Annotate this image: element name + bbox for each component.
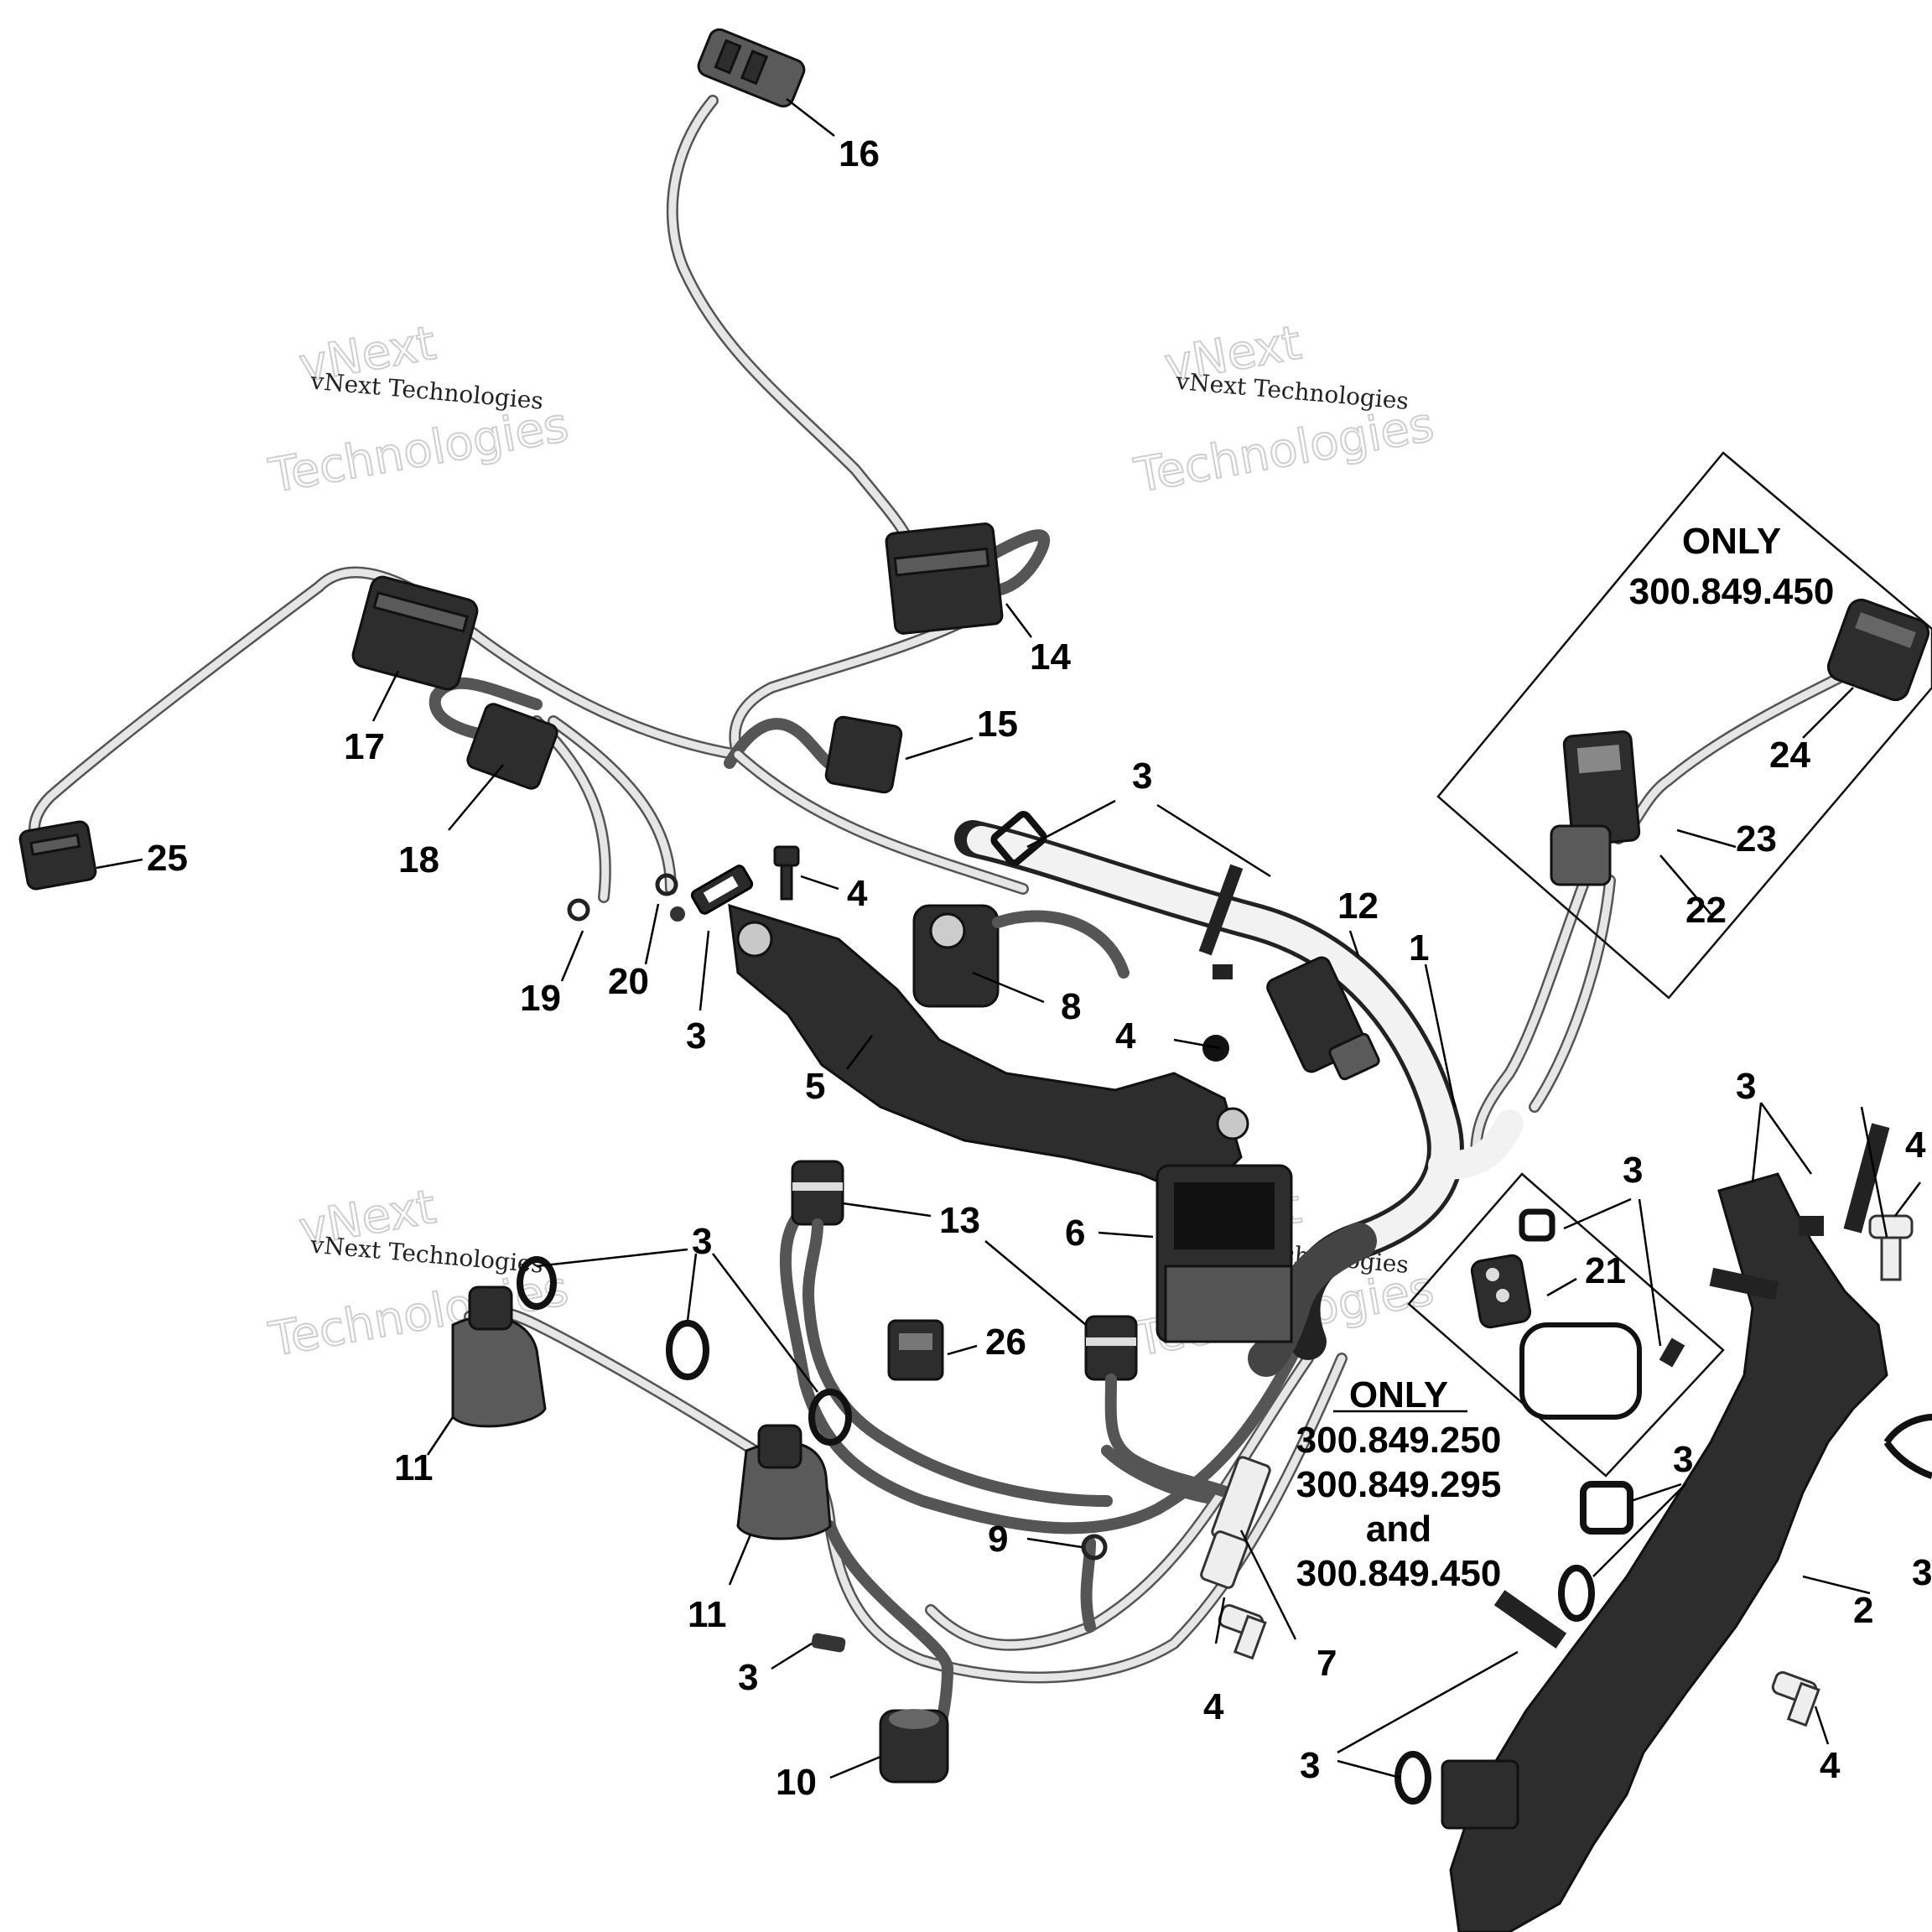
note-upper: ONLY 300.849.450	[1629, 521, 1835, 612]
callout-17: 17	[344, 726, 385, 767]
note-upper-line: ONLY	[1682, 521, 1781, 562]
callout-4-c: 4	[1203, 1686, 1224, 1727]
callout-3-f: 3	[1623, 1150, 1643, 1191]
clip-3-right-e	[1394, 1751, 1431, 1805]
clip-3-loop-b	[808, 1389, 852, 1446]
connector-24	[1826, 598, 1930, 702]
note-lower-line: and	[1366, 1509, 1431, 1550]
boot-11-right	[736, 1424, 832, 1540]
watermark-small-line: vNext Technologies	[1174, 367, 1410, 415]
watermark-small-line: vNext Technologies	[309, 1231, 544, 1279]
callout-3-b: 3	[1132, 756, 1152, 797]
callout-18: 18	[398, 839, 439, 880]
connector-22	[1550, 824, 1612, 886]
sensor-13-lower	[1084, 1315, 1247, 1507]
watermark-big-line: Technologies	[265, 397, 573, 504]
note-box-upper	[1436, 451, 1932, 1000]
callout-21: 21	[1585, 1250, 1626, 1291]
boot-11-left	[451, 1285, 547, 1428]
watermark-small-line: vNext Technologies	[309, 367, 544, 415]
callout-3-d: 3	[738, 1657, 758, 1698]
callout-8: 8	[1061, 986, 1081, 1027]
callout-3-h: 3	[1912, 1552, 1932, 1593]
connector-14	[885, 522, 1004, 635]
callout-2: 2	[1853, 1590, 1873, 1631]
callout-9: 9	[988, 1519, 1008, 1560]
bolt-4-upper	[773, 845, 800, 901]
connector-16	[697, 28, 806, 108]
note-lower-line: 300.849.250	[1296, 1420, 1502, 1461]
ring-terminal-19	[567, 898, 590, 922]
callout-11-b: 11	[688, 1594, 727, 1635]
callout-25: 25	[147, 838, 188, 879]
ring-terminal-20	[655, 873, 685, 922]
callout-7: 7	[1317, 1643, 1337, 1684]
clip-3-right-a	[1709, 1267, 1779, 1301]
callout-20: 20	[608, 961, 649, 1002]
callout-4-e: 4	[1820, 1745, 1841, 1786]
watermark-top-left: vNext Technologies vNext Technologies	[264, 315, 574, 505]
ecu-6	[1156, 1164, 1293, 1343]
callout-26: 26	[985, 1322, 1026, 1363]
callout-22: 22	[1685, 890, 1727, 931]
connector-18	[466, 703, 558, 790]
clip-3-loop-c	[517, 1256, 557, 1310]
sensor-12	[1266, 956, 1380, 1081]
clip-26	[887, 1319, 944, 1381]
note-upper-line: 300.849.450	[1629, 571, 1835, 612]
bolt-4-right-upper	[1868, 1214, 1914, 1281]
clip-3-loop-a	[666, 1320, 709, 1380]
clip-3-right-b	[1580, 1481, 1633, 1535]
callout-15: 15	[977, 704, 1018, 745]
callout-3-i: 3	[1300, 1745, 1320, 1786]
callout-11-a: 11	[394, 1447, 434, 1488]
watermark-top-right: vNext Technologies vNext Technologies	[1130, 314, 1439, 504]
callout-14: 14	[1030, 636, 1071, 678]
note-lower-line: 300.849.295	[1296, 1464, 1502, 1505]
callout-3-g: 3	[1673, 1439, 1693, 1480]
seal-21	[1470, 1208, 1685, 1420]
connector-17	[351, 575, 479, 691]
bolt-4-right-lower	[1771, 1670, 1820, 1727]
sensor-10	[879, 1709, 949, 1784]
callout-6: 6	[1065, 1213, 1085, 1254]
clip-3-upper	[990, 811, 1047, 866]
callout-16: 16	[839, 133, 880, 174]
bolt-4-lower-center	[1218, 1603, 1267, 1660]
callout-3-e: 3	[1736, 1066, 1756, 1107]
note-lower-line: ONLY	[1349, 1374, 1448, 1415]
callout-23: 23	[1736, 818, 1777, 860]
fuse-holder-7	[1200, 1456, 1271, 1589]
clip-3-right-d	[1493, 1590, 1567, 1649]
plug-3-small	[811, 1633, 846, 1653]
clip-3-left	[690, 865, 754, 915]
callout-4-b: 4	[1115, 1015, 1136, 1057]
callout-24: 24	[1769, 735, 1810, 776]
knock-sensor-8	[912, 904, 1130, 1008]
callout-12: 12	[1337, 886, 1379, 927]
callout-13: 13	[939, 1200, 980, 1241]
connector-25	[18, 820, 97, 891]
callout-4-d: 4	[1905, 1124, 1926, 1166]
clip-3-right-c	[1558, 1565, 1595, 1622]
connector-23	[1562, 730, 1641, 846]
callout-labels: 16 14 17 18 25 15 19 20 3 4 3 8 5 4 12 1…	[147, 133, 1932, 1803]
note-box-lower	[1407, 1172, 1725, 1478]
callout-4-a: 4	[847, 873, 868, 914]
ring-terminal-9	[1081, 1534, 1108, 1561]
callout-5: 5	[805, 1066, 825, 1107]
clip-3-edge	[1883, 1414, 1932, 1479]
callout-19: 19	[520, 978, 561, 1019]
connector-15	[824, 715, 903, 794]
note-lower-line: 300.849.450	[1296, 1553, 1502, 1594]
note-lower: ONLY 300.849.250 300.849.295 and 300.849…	[1296, 1374, 1502, 1594]
callout-3-c: 3	[692, 1221, 712, 1262]
callout-3-a: 3	[686, 1015, 706, 1057]
callout-10: 10	[776, 1762, 817, 1803]
cable-tie-3-right	[1799, 1123, 1890, 1236]
leader-lines	[96, 98, 1921, 1779]
callout-1: 1	[1409, 927, 1429, 969]
cable-tie-3-upper	[1198, 864, 1244, 979]
